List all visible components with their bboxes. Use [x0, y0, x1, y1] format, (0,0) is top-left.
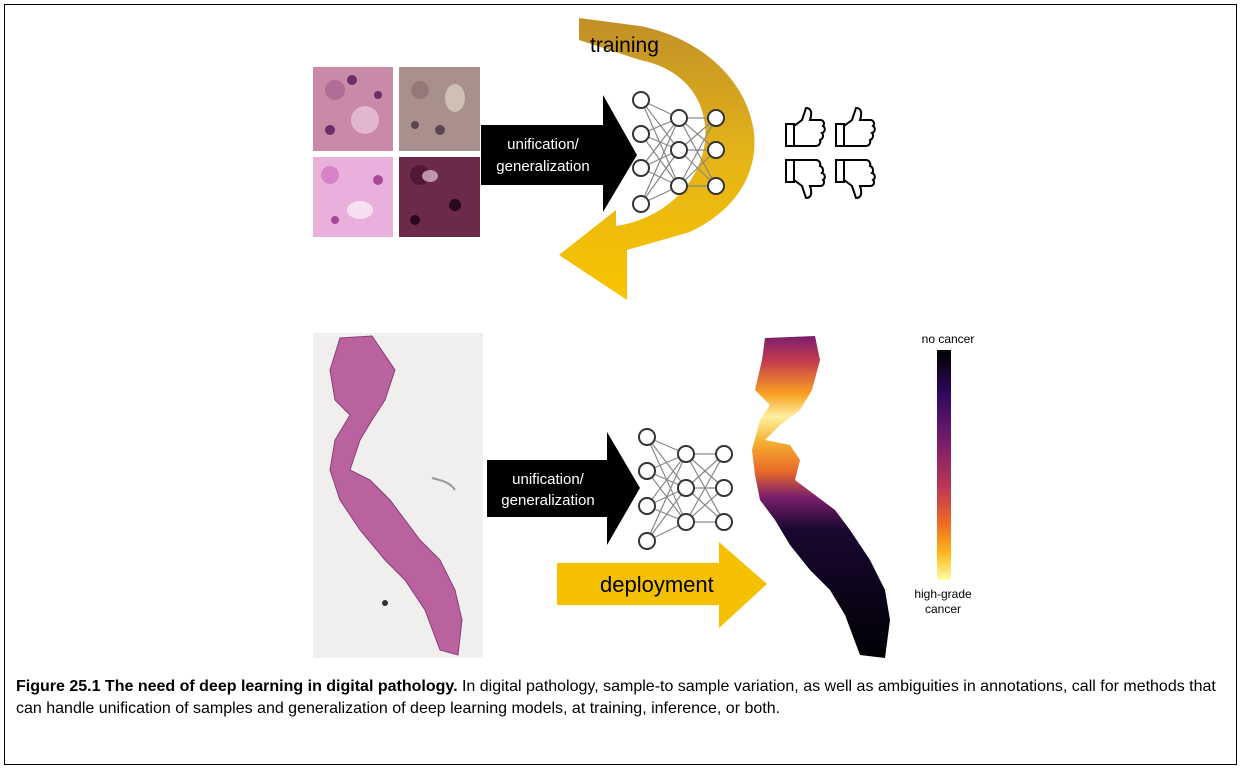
histology-tile-4 — [399, 157, 480, 237]
histology-tiles — [313, 67, 480, 237]
figure-caption: Figure 25.1 The need of deep learning in… — [16, 676, 1226, 720]
cancer-heatmap — [752, 336, 890, 658]
unification-arrow-bottom — [487, 432, 640, 545]
figure-frame — [4, 4, 1237, 765]
training-label: training — [590, 34, 659, 57]
training-arrow — [559, 18, 755, 300]
neural-network-icon — [638, 428, 733, 550]
histology-tile-2 — [399, 67, 480, 151]
caption-title: Figure 25.1 The need of deep learning in… — [16, 678, 458, 695]
neural-network-icon — [632, 91, 725, 213]
colorbar-top-label: no cancer — [922, 332, 975, 346]
thumbs-icons — [785, 106, 876, 200]
unification-label-bottom-2: generalization — [501, 492, 594, 509]
unification-label-bottom-1: unification/ — [512, 471, 585, 488]
deployment-arrow — [557, 542, 767, 628]
unification-arrow-top — [481, 95, 637, 212]
tissue-strip — [329, 335, 463, 656]
thumbs-down-icon — [835, 159, 876, 200]
caption-text: In digital pathology, sample-to sample v… — [16, 678, 1216, 717]
thumbs-down-icon — [785, 159, 826, 200]
colorbar-bottom-label-1: high-grade — [914, 587, 972, 601]
colorbar — [937, 350, 951, 580]
deployment-label: deployment — [600, 572, 714, 597]
colorbar-bottom-label-2: cancer — [925, 602, 961, 616]
unification-label-top-2: generalization — [496, 158, 589, 175]
thumbs-up-icon — [785, 106, 826, 147]
unification-label-top-1: unification/ — [507, 136, 580, 153]
thumbs-up-icon — [835, 106, 876, 147]
figure-diagram: training unification/ generalization — [313, 18, 975, 658]
